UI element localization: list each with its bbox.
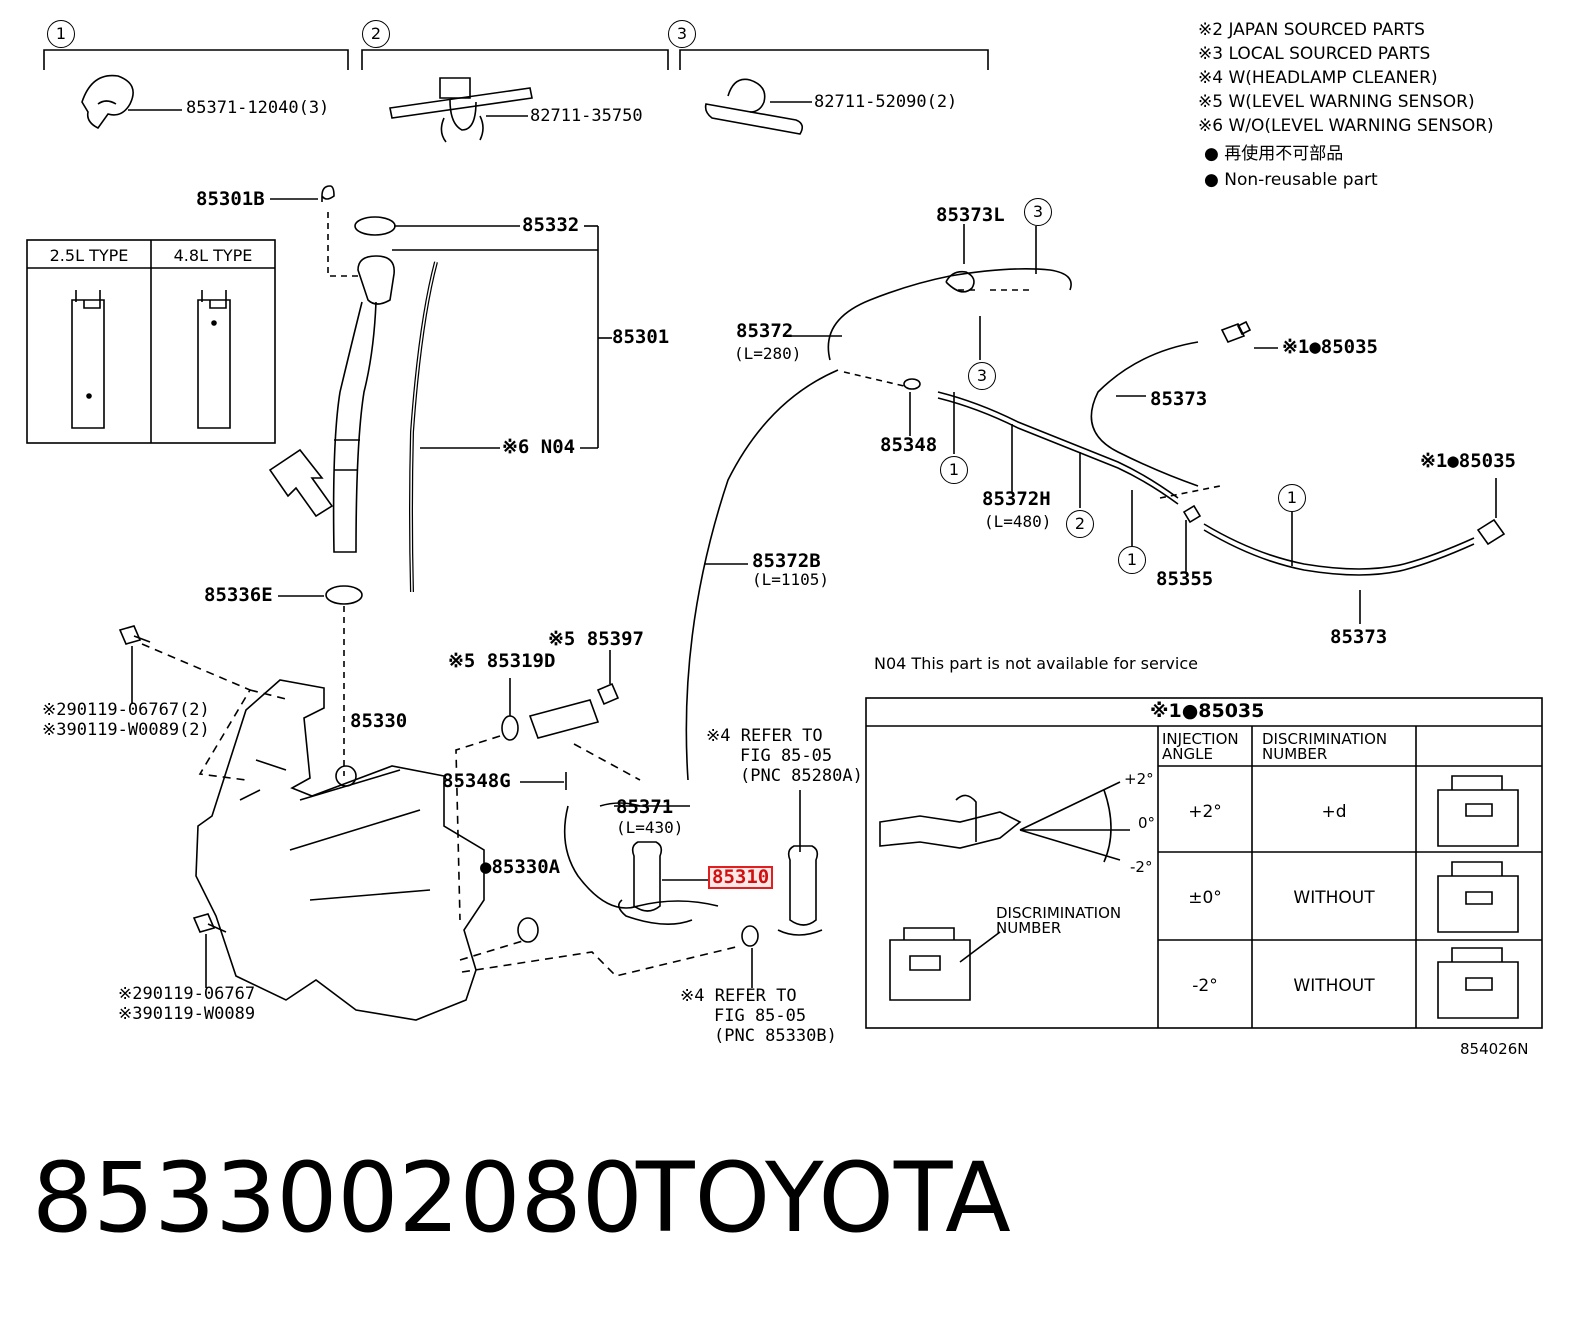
group-part-3: 82711-52090(2) <box>814 92 958 112</box>
label-85332: 85332 <box>522 214 580 236</box>
bolt-bottom <box>192 913 227 988</box>
table-col-angle: INJECTION ANGLE <box>1162 730 1239 763</box>
label-85319D: ※5 85319D <box>448 650 556 672</box>
label-85371: 85371 <box>616 796 674 818</box>
circle-2: 2 <box>1066 510 1094 538</box>
ref1-line1: ※4 REFER TO <box>706 726 823 746</box>
label-85373L: 85373L <box>936 204 1005 226</box>
legend-en-text: Non-reusable part <box>1224 170 1378 190</box>
note-4: ※4 W(HEADLAMP CLEANER) <box>1198 68 1438 88</box>
label-85397: ※5 85397 <box>548 628 644 650</box>
row2-angle: ±0° <box>1188 888 1222 908</box>
label-85348: 85348 <box>880 434 938 456</box>
insert-arrow <box>268 448 334 518</box>
label-85355: 85355 <box>1156 568 1214 590</box>
label-85372: 85372 <box>736 320 794 342</box>
label-85372B: 85372B <box>752 550 821 572</box>
label-85373-top: 85373 <box>1150 388 1208 410</box>
hose-cluster <box>790 224 1506 624</box>
n04-note: N04 This part is not available for servi… <box>874 654 1198 673</box>
pump-85280A <box>777 790 823 936</box>
type-25l: 2.5L TYPE <box>49 246 129 265</box>
footer-brand: TOYOTA <box>636 1142 1011 1254</box>
hose-85372B <box>685 369 839 781</box>
label-85348G: 85348G <box>442 770 511 792</box>
pump-85310 <box>618 841 708 925</box>
group-part-2: 82711-35750 <box>530 106 643 126</box>
legend-jp: ● 再使用不可部品 <box>1204 144 1344 164</box>
note-2: ※2 JAPAN SOURCED PARTS <box>1198 20 1425 40</box>
circle-1-a: 1 <box>940 456 968 484</box>
label-bolt1b: ※390119-W0089(2) <box>42 720 210 740</box>
note-5: ※5 W(LEVEL WARNING SENSOR) <box>1198 92 1475 112</box>
disc-label: DISCRIMINATION NUMBER <box>996 904 1122 937</box>
diagram-code: 854026N <box>1460 1040 1529 1058</box>
label-85301: 85301 <box>612 326 670 348</box>
legend-jp-text: 再使用不可部品 <box>1224 144 1344 164</box>
ref2-line2: FIG 85-05 <box>714 1006 807 1026</box>
filler-neck-85301 <box>321 185 396 553</box>
ref1-line2: FIG 85-05 <box>740 746 833 766</box>
table-title: ※1●85035 <box>1150 700 1265 722</box>
ref2-line1: ※4 REFER TO <box>680 986 797 1006</box>
angle-plus: +2° <box>1124 770 1154 788</box>
label-85035-right: ※1●85035 <box>1420 450 1516 472</box>
grommet-85336E <box>325 585 363 605</box>
label-bolt2a: ※290119-06767 <box>118 984 256 1004</box>
row1-disc: +d <box>1321 802 1347 822</box>
group-circle-2: 2 <box>362 20 390 48</box>
circle-1-b: 1 <box>1118 546 1146 574</box>
level-rod-n04 <box>409 261 438 593</box>
row2-disc: WITHOUT <box>1293 888 1375 908</box>
label-bolt2b: ※390119-W0089 <box>118 1004 256 1024</box>
row1-angle: +2° <box>1188 802 1222 822</box>
label-85372H-length: (L=480) <box>984 512 1052 531</box>
label-85371-length: (L=430) <box>616 818 684 837</box>
label-85301B: 85301B <box>196 188 265 210</box>
clip-85371-12040 <box>81 74 182 130</box>
grommet-85330A <box>517 917 539 943</box>
note-6: ※6 W/O(LEVEL WARNING SENSOR) <box>1198 116 1494 136</box>
label-85372-length: (L=280) <box>734 344 802 363</box>
row3-angle: -2° <box>1192 976 1218 996</box>
angle-zero: 0° <box>1138 814 1156 832</box>
ref2-line3: (PNC 85330B) <box>714 1026 837 1046</box>
note-3: ※3 LOCAL SOURCED PARTS <box>1198 44 1431 64</box>
bolt-top <box>118 625 291 781</box>
label-85035-top: ※1●85035 <box>1282 336 1378 358</box>
sensor-parts <box>455 650 719 921</box>
group-brackets <box>43 49 989 70</box>
leaders-left <box>270 198 612 597</box>
label-85330A: ●85330A <box>480 856 561 878</box>
label-85336E: 85336E <box>204 584 273 606</box>
label-bolt1a: ※290119-06767(2) <box>42 700 210 720</box>
table-col-disc: DISCRIMINATION NUMBER <box>1262 730 1388 763</box>
clip-82711-35750 <box>389 77 533 143</box>
label-85372B-length: (L=1105) <box>752 570 830 589</box>
circle-1-c: 1 <box>1278 484 1306 512</box>
label-85310-highlight[interactable]: 85310 <box>707 866 774 889</box>
group-part-1: 85371-12040(3) <box>186 98 330 118</box>
label-85373-bottom: 85373 <box>1330 626 1388 648</box>
group-circle-1: 1 <box>47 20 75 48</box>
label-n04: ※6 N04 <box>502 436 576 458</box>
clip-82711-52090 <box>704 78 812 135</box>
injection-table-grid <box>865 697 1543 1029</box>
type-box <box>26 239 276 444</box>
tank-85330 <box>195 679 485 1021</box>
footer-part-number: 8533002080 <box>32 1142 643 1254</box>
legend-en: ● Non-reusable part <box>1204 170 1378 190</box>
circle-3-a: 3 <box>1024 198 1052 226</box>
label-85330: 85330 <box>350 710 408 732</box>
circle-3-b: 3 <box>968 362 996 390</box>
angle-minus: -2° <box>1130 858 1153 876</box>
group-circle-3: 3 <box>668 20 696 48</box>
type-48l: 4.8L TYPE <box>173 246 253 265</box>
ref1-line3: (PNC 85280A) <box>740 766 863 786</box>
label-85372H: 85372H <box>982 488 1051 510</box>
row3-disc: WITHOUT <box>1293 976 1375 996</box>
grommet-85330B <box>741 925 759 947</box>
